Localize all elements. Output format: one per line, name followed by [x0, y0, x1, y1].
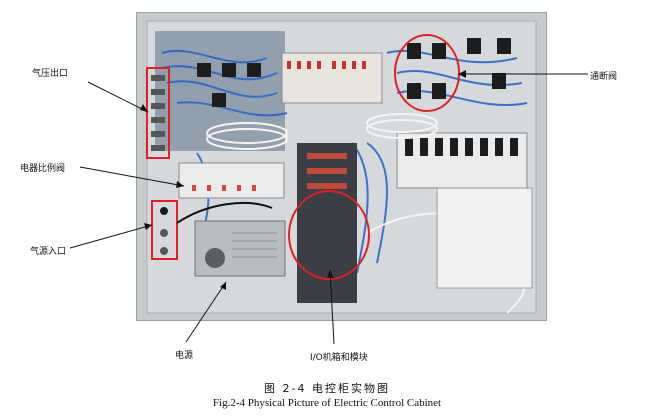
cabinet-illustration: [137, 13, 546, 320]
leader-proportional-valve: [79, 166, 185, 187]
figure-caption-cn: 图 2-4 电控柜实物图: [264, 382, 390, 395]
leader-air-inlet: [69, 224, 153, 249]
label-power-supply: 电源: [175, 351, 194, 361]
leader-power-supply: [185, 281, 227, 343]
figure: 气压出口 电器比例阀 气源入口 电源 通断阀 I/O机箱和模块: [20, 12, 618, 363]
figure-caption-en: Fig.2-4 Physical Picture of Electric Con…: [212, 397, 442, 409]
cabinet-photo: [136, 12, 547, 321]
leader-io-module: [329, 269, 335, 345]
label-pressure-outlet: 气压出口: [32, 69, 69, 79]
leader-lines: [69, 70, 588, 345]
label-shutoff-valve: 通断阀: [590, 72, 618, 82]
leader-pressure-outlet: [87, 81, 149, 113]
label-proportional-valve: 电器比例阀: [20, 164, 66, 174]
label-air-inlet: 气源入口: [30, 247, 67, 257]
label-io-module: I/O机箱和模块: [310, 353, 368, 363]
